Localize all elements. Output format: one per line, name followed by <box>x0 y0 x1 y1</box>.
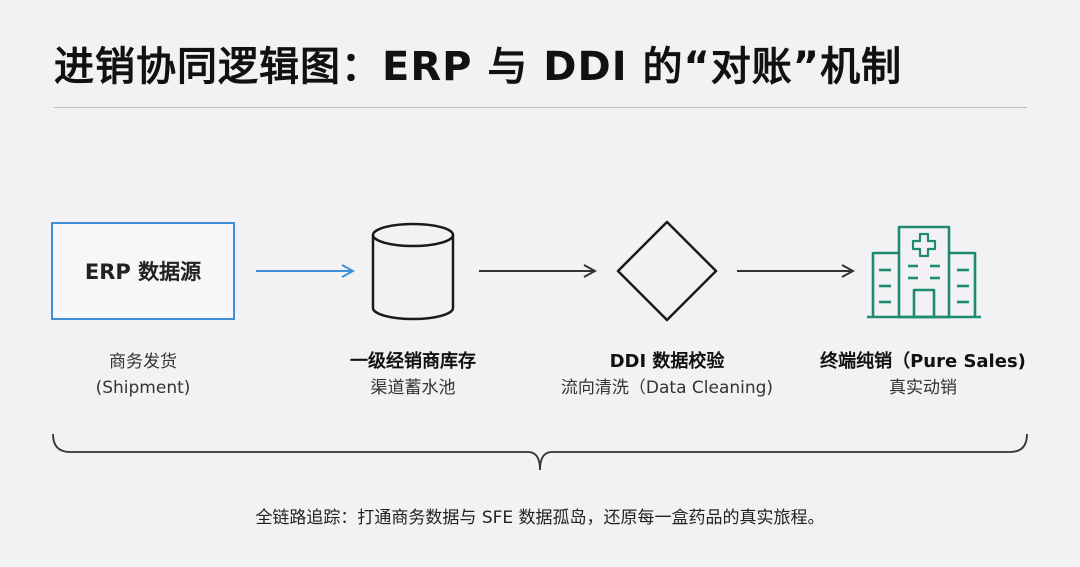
hospital-icon <box>867 225 981 319</box>
erp-source-box: ERP 数据源 <box>51 222 235 320</box>
inventory-label-subtitle: 渠道蓄水池 <box>370 378 456 398</box>
terminal-label-subtitle: 真实动销 <box>889 378 957 398</box>
erp-box-label: ERP 数据源 <box>84 260 202 284</box>
terminal-label: 终端纯销（Pure Sales) 真实动销 <box>798 349 1048 401</box>
page-title: 进销协同逻辑图：ERP 与 DDI 的“对账”机制 <box>54 44 903 90</box>
inventory-label-title: 一级经销商库存 <box>350 351 476 372</box>
database-cylinder-icon <box>371 222 455 321</box>
ddi-label: DDI 数据校验 流向清洗（Data Cleaning) <box>547 349 787 401</box>
ddi-label-title: DDI 数据校验 <box>609 351 725 372</box>
erp-label-line1: 商务发货 <box>109 352 177 372</box>
ddi-label-subtitle: 流向清洗（Data Cleaning) <box>560 378 774 398</box>
title-divider <box>54 107 1027 108</box>
erp-label-line2: (Shipment) <box>95 378 191 398</box>
footer-note: 全链路追踪：打通商务数据与 SFE 数据孤岛，还原每一盒药品的真实旅程。 <box>255 508 825 528</box>
erp-label: 商务发货 (Shipment) <box>63 349 223 401</box>
group-brace <box>52 433 1028 471</box>
diamond-icon <box>616 220 718 322</box>
terminal-label-title: 终端纯销（Pure Sales) <box>820 351 1026 372</box>
inventory-label: 一级经销商库存 渠道蓄水池 <box>333 349 493 401</box>
